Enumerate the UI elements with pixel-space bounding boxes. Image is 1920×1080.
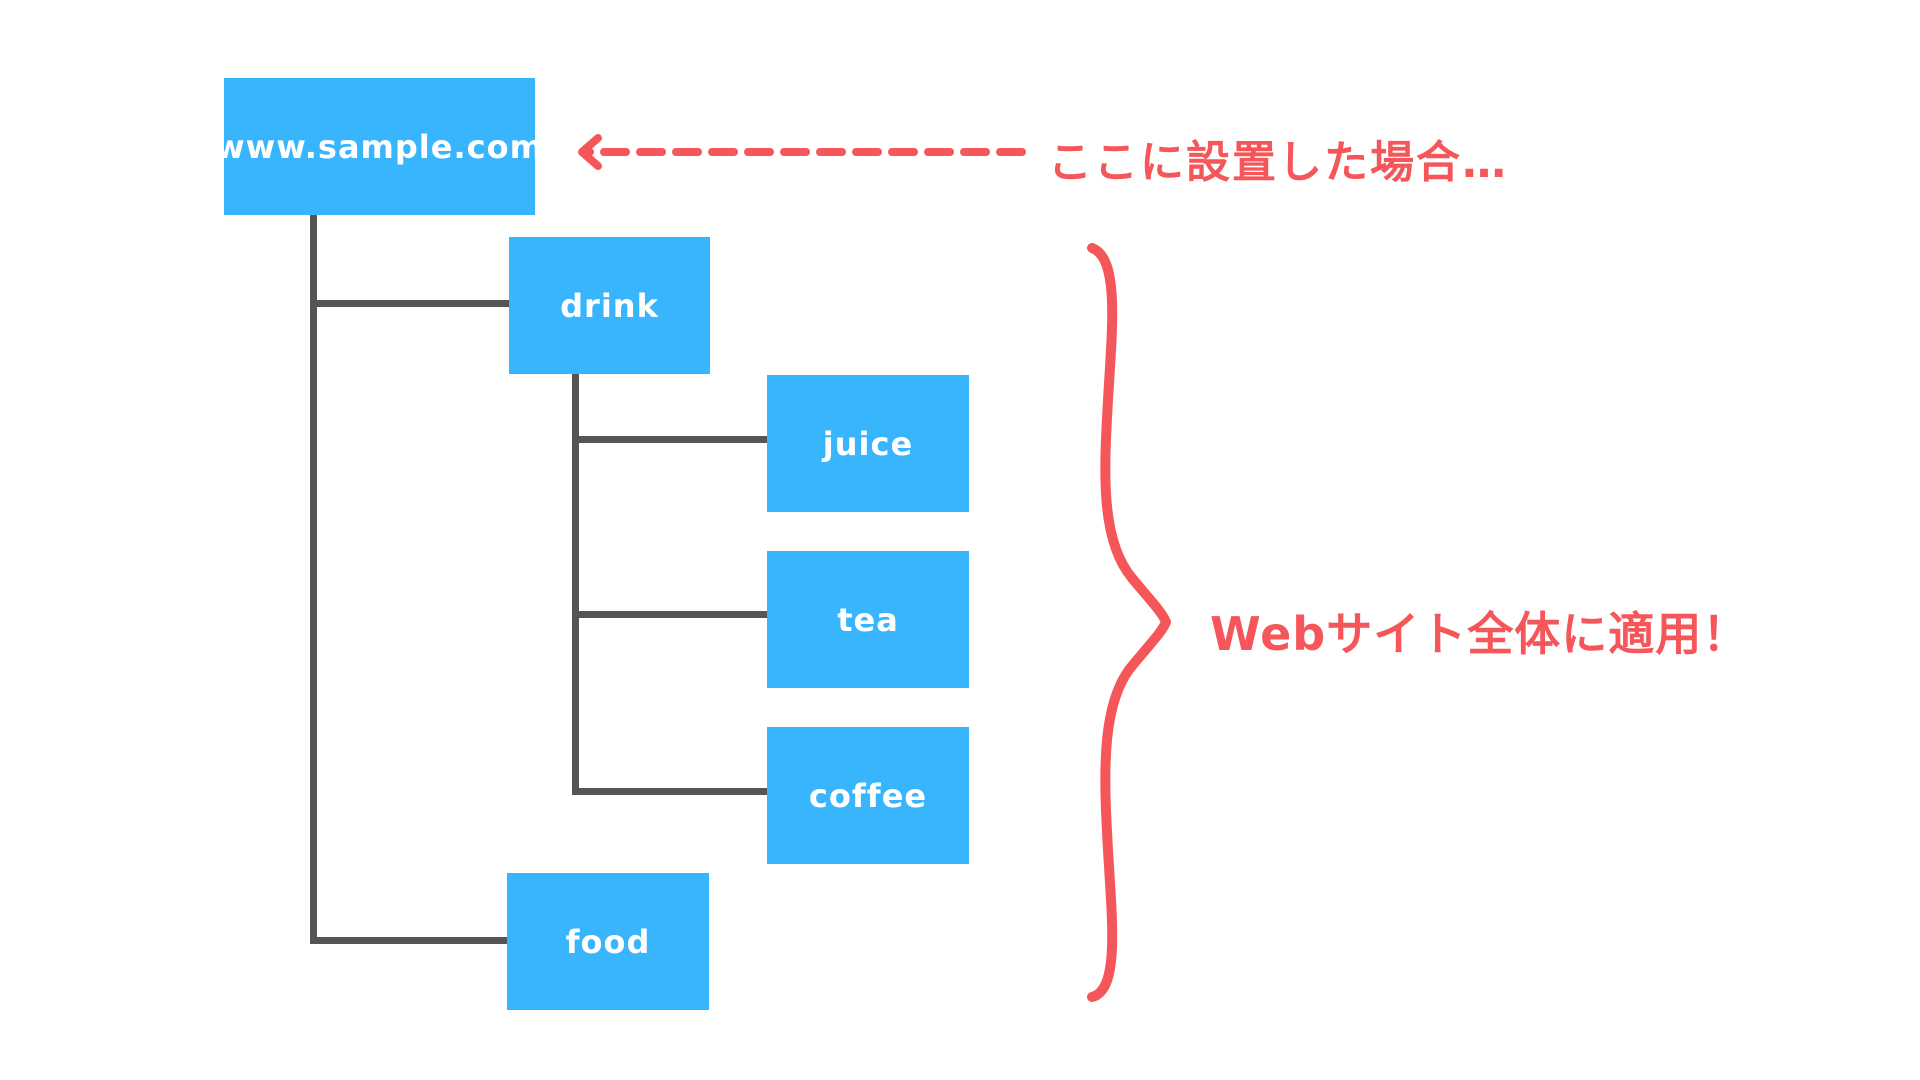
connector-drink-to-tea bbox=[572, 611, 767, 618]
placement-note: ここに設置した場合… bbox=[1048, 137, 1508, 188]
connector-drink-to-coffee bbox=[572, 788, 767, 795]
node-coffee-label: coffee bbox=[808, 776, 928, 815]
node-tea-label: tea bbox=[837, 600, 899, 639]
node-tea: tea bbox=[767, 551, 969, 688]
connector-drink-trunk bbox=[572, 370, 579, 795]
node-drink: drink bbox=[509, 237, 710, 374]
node-coffee: coffee bbox=[767, 727, 969, 864]
connector-root-to-food bbox=[310, 937, 508, 944]
node-juice-label: juice bbox=[822, 424, 914, 463]
node-juice: juice bbox=[767, 375, 969, 512]
connector-drink-to-juice bbox=[572, 436, 767, 443]
node-root-label: www.sample.com bbox=[215, 127, 544, 166]
connector-root-to-drink bbox=[310, 300, 510, 307]
node-drink-label: drink bbox=[560, 286, 659, 325]
node-food-label: food bbox=[565, 922, 651, 961]
node-food: food bbox=[507, 873, 709, 1010]
node-root: www.sample.com bbox=[215, 78, 543, 215]
connector-root-trunk bbox=[310, 213, 317, 943]
scope-note: Webサイト全体に適用！ bbox=[1210, 607, 1750, 661]
